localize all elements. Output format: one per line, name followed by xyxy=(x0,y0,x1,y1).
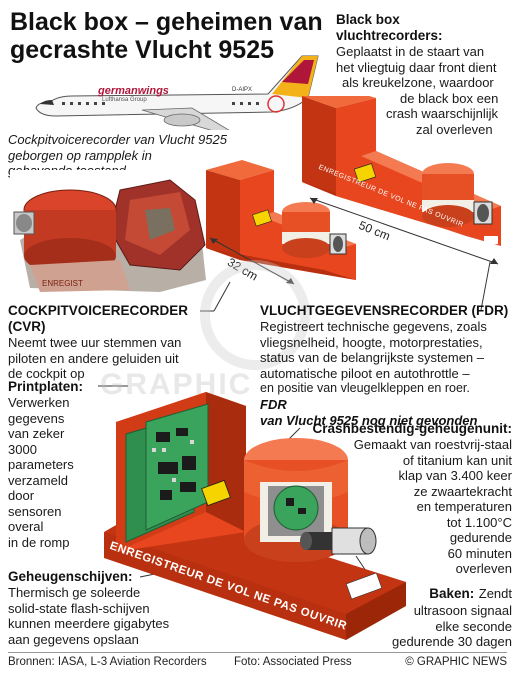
fdr-line: Registreert technische gegevens, zoals xyxy=(260,319,487,334)
photo-caption-line: Cockpitvoicerecorder van Vlucht 9525 xyxy=(8,132,227,147)
beacon-line: elke seconde xyxy=(435,618,512,634)
flight-recorders-heading-2: vluchtrecorders: xyxy=(336,28,443,43)
memory-line: aan gegevens opslaan xyxy=(8,631,139,647)
crash-unit-line: 60 minuten xyxy=(447,545,512,561)
fdr-line: en positie van vleugelkleppen en roer. xyxy=(260,381,470,395)
cvr-line: Neemt twee uur stemmen van xyxy=(8,335,182,350)
printplaten-heading: Printplaten: xyxy=(8,379,84,394)
fdr-block: VLUCHTGEGEVENSRECORDER (FDR) Registreert… xyxy=(260,303,514,429)
flight-recorders-block: Black box vluchtrecorders: Geplaatst in … xyxy=(336,12,514,137)
title-line-2: gecrashte Vlucht 9525 xyxy=(10,36,275,64)
printplaten-line: Verwerken xyxy=(8,395,70,410)
crash-unit-line: klap van 3.400 keer xyxy=(398,468,512,483)
flight-recorders-line: Geplaatst in de staart van xyxy=(336,44,485,59)
fdr-note: FDR xyxy=(260,397,514,413)
fdr-box-illustration xyxy=(302,96,501,246)
watermark-logo xyxy=(200,260,310,370)
fdr-note-line-2: van Vlucht 9525 nog niet gevonden xyxy=(260,412,478,428)
footer-sources: Bronnen: IASA, L-3 Aviation Recorders xyxy=(8,656,207,668)
title-line-1: Black box – geheimen van xyxy=(10,8,323,36)
crash-unit-heading: Crashbestendig-geheugenunit: xyxy=(312,421,512,436)
photo-box-label: ENREGIST xyxy=(42,279,83,288)
fdr-line: automatische piloot en autothrottle – xyxy=(260,365,470,381)
printplaten-line: van zeker xyxy=(8,426,65,441)
crash-unit-line: overleven xyxy=(455,561,512,576)
beacon-line: ultrasoon signaal xyxy=(413,603,512,618)
photo-caption-line: geborgen op rampplek in xyxy=(8,147,152,163)
crash-unit-line: Gemaakt van roestvrij-staal xyxy=(353,437,512,452)
flight-recorders-line: de black box een xyxy=(400,90,499,106)
plane-registration: D-AIPX xyxy=(232,87,253,93)
memory-heading: Geheugenschijven: xyxy=(8,569,133,584)
printplaten-line: gegevens xyxy=(8,410,65,426)
beacon-line: gedurende 30 dagen xyxy=(391,634,512,649)
cvr-line: piloten en andere geluiden uit xyxy=(8,350,179,366)
fdr-note-prefix: FDR xyxy=(260,396,287,412)
memory-block: Geheugenschijven: Thermisch ge soleerde … xyxy=(8,569,208,647)
watermark-text: GRAPHIC xyxy=(100,368,253,401)
cutaway-recorder-illustration xyxy=(104,392,406,640)
memory-line: solid-state flash-schijven xyxy=(8,600,150,616)
crash-unit-line: of titanium kan unit xyxy=(402,452,512,468)
flight-recorders-line: zal overleven xyxy=(416,121,493,137)
printplaten-line: verzameld xyxy=(8,472,68,488)
beacon-block: Baken: Zendt ultrasoon signaal elke seco… xyxy=(378,585,512,650)
footer-photo-credit: Foto: Associated Press xyxy=(234,656,352,668)
printplaten-line: overal xyxy=(8,519,44,534)
memory-line: kunnen meerdere gigabytes xyxy=(8,616,170,631)
fdr-heading: VLUCHTGEGEVENSRECORDER (FDR) xyxy=(260,303,509,318)
memory-line: Thermisch ge soleerde xyxy=(8,585,141,600)
damaged-cvr-photo: ENREGIST xyxy=(10,170,210,295)
airline-group-text: Lufthansa Group xyxy=(102,97,147,103)
fdr-line: vliegsnelheid, hoogte, motorprestaties, xyxy=(260,334,483,350)
printplaten-line: 3000 xyxy=(8,441,37,457)
flight-recorders-line: als kreukelzone, waardoor xyxy=(342,75,494,90)
beacon-heading: Baken: xyxy=(429,586,475,601)
cvr-line: de cockpit op xyxy=(8,366,85,381)
footer-copyright: © GRAPHIC NEWS xyxy=(405,656,507,668)
printplaten-line: door xyxy=(8,488,35,503)
printplaten-line: in de romp xyxy=(8,534,70,550)
flight-recorders-line: het vliegtuig daar front dient xyxy=(336,59,497,75)
fdr-line: status van de belangrijkste systemen – xyxy=(260,350,485,365)
printplaten-line: sensoren xyxy=(8,503,62,519)
crash-unit-line: en temperaturen xyxy=(416,499,512,514)
printplaten-block: Printplaten: Verwerken gegevens van zeke… xyxy=(8,379,100,550)
airplane-illustration xyxy=(35,55,319,130)
cvr-heading: COCKPITVOICERECORDER (CVR) xyxy=(8,303,189,334)
page-title: Black box – geheimen van gecrashte Vluch… xyxy=(10,8,330,64)
flight-recorders-heading-1: Black box xyxy=(336,12,400,27)
crash-unit-line: tot 1.100°C xyxy=(446,514,512,530)
printplaten-line: parameters xyxy=(8,457,74,472)
flight-recorders-line: crash waarschijnlijk xyxy=(386,106,498,121)
cvr-block: COCKPITVOICERECORDER (CVR) Neemt twee uu… xyxy=(8,303,208,382)
footer: Bronnen: IASA, L-3 Aviation Recorders Fo… xyxy=(8,652,507,670)
crash-unit-line: gedurende xyxy=(449,530,512,545)
crash-unit-line: ze zwaartekracht xyxy=(413,483,512,499)
beacon-heading-rest: Zendt xyxy=(478,586,512,601)
airline-logo-text: germanwings xyxy=(98,85,169,97)
crash-unit-block: Crashbestendig-geheugenunit: Gemaakt van… xyxy=(300,421,512,577)
